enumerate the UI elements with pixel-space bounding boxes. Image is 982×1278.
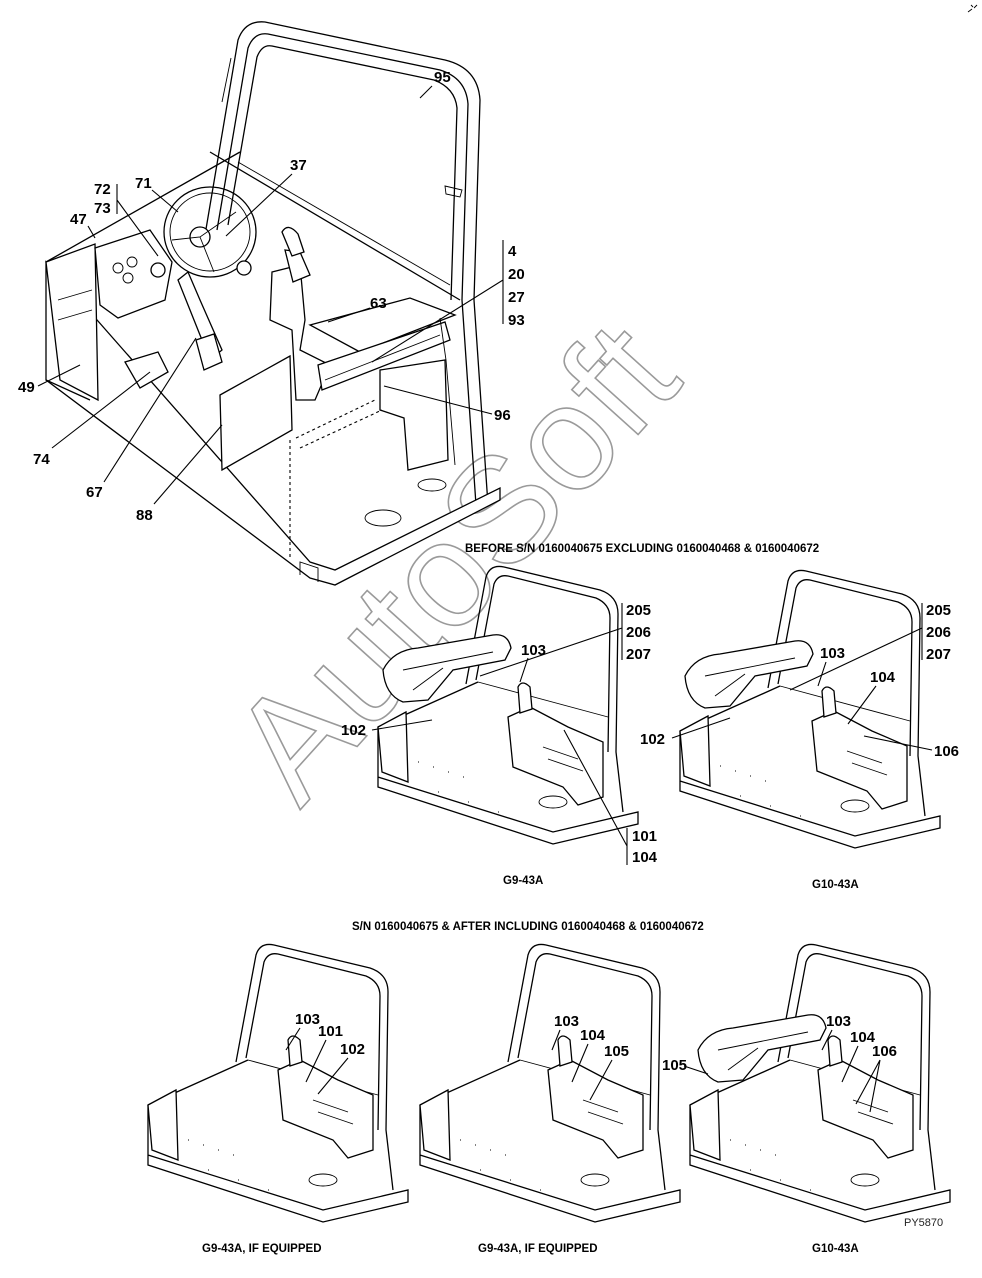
callout-105-after-2: 105 — [604, 1043, 629, 1060]
callout-106-right: 106 — [934, 743, 959, 760]
leader-47 — [87, 225, 96, 239]
main-callouts: 95 37 71 72 73 47 4 20 27 93 63 49 96 74… — [18, 69, 525, 524]
fig-before-right: G10-43A — [812, 879, 859, 891]
callout-37: 37 — [290, 157, 307, 174]
leader-101-after-1 — [305, 1039, 327, 1083]
after-3-drawing — [689, 943, 951, 1223]
caption-before-sn: BEFORE S/N 0160040675 EXCLUDING 01600404… — [465, 543, 819, 555]
leader-102-after-1 — [317, 1057, 349, 1095]
callout-103-right: 103 — [820, 645, 845, 662]
leader-103-after-1 — [285, 1027, 301, 1051]
callout-103-after-3: 103 — [826, 1013, 851, 1030]
before-left-callouts: 205 206 207 103 102 101 104 G9-43A — [341, 602, 658, 887]
callout-104-right: 104 — [870, 669, 896, 686]
leader-103-after-2 — [551, 1029, 561, 1051]
caption-after-sn: S/N 0160040675 & AFTER INCLUDING 0160040… — [352, 921, 704, 933]
reference-code: PY5870 — [904, 1217, 943, 1229]
callout-101-left: 101 — [632, 828, 657, 845]
callout-104-after-3: 104 — [850, 1029, 876, 1046]
before-right-callouts: 205 206 207 103 104 102 106 G10-43A — [640, 602, 959, 891]
callout-102-right: 102 — [640, 731, 665, 748]
callout-207-right: 207 — [926, 646, 951, 663]
callout-103-after-2: 103 — [554, 1013, 579, 1030]
callout-67: 67 — [86, 484, 103, 501]
after-1-drawing — [147, 943, 409, 1223]
callout-74: 74 — [33, 451, 50, 468]
callout-95: 95 — [434, 69, 451, 86]
callout-206-left: 206 — [626, 624, 651, 641]
leader-96 — [383, 385, 493, 415]
after-2-callouts: 103 104 105 G9-43A, IF EQUIPPED — [478, 1013, 629, 1255]
callout-102-left: 102 — [341, 722, 366, 739]
leader-104-right — [847, 685, 877, 725]
callout-96: 96 — [494, 407, 511, 424]
callout-72: 72 — [94, 181, 111, 198]
leader-37 — [225, 173, 293, 237]
leader-103-after-3 — [821, 1029, 833, 1051]
bracket-205-207-left — [479, 603, 623, 677]
callout-88: 88 — [136, 507, 153, 524]
callout-27: 27 — [508, 289, 525, 306]
main-cab-drawing — [45, 21, 501, 586]
leader-102-left — [371, 719, 433, 731]
leader-88 — [153, 424, 223, 505]
leader-49 — [37, 364, 81, 387]
callout-20: 20 — [508, 266, 525, 283]
callout-205-right: 205 — [926, 602, 951, 619]
callout-73: 73 — [94, 200, 111, 217]
bracket-101-104-left — [563, 729, 628, 865]
fig-after-1: G9-43A, IF EQUIPPED — [202, 1243, 322, 1255]
leader-104-after-2 — [571, 1043, 589, 1083]
callout-206-right: 206 — [926, 624, 951, 641]
callout-47: 47 — [70, 211, 87, 228]
leader-102-right — [671, 717, 731, 739]
callout-4: 4 — [508, 243, 517, 260]
after-2-drawing — [419, 943, 681, 1223]
callout-103-after-1: 103 — [295, 1011, 320, 1028]
leader-105-after-2 — [589, 1059, 613, 1101]
leader-71 — [151, 189, 179, 213]
callout-207-left: 207 — [626, 646, 651, 663]
leader-106-after-3 — [855, 1059, 881, 1113]
leader-105-after-3 — [683, 1065, 709, 1075]
callout-205-left: 205 — [626, 602, 651, 619]
bracket-4-93 — [371, 240, 504, 363]
callout-103-left: 103 — [521, 642, 546, 659]
leader-63 — [327, 307, 371, 323]
after-1-callouts: 103 101 102 G9-43A, IF EQUIPPED — [202, 1011, 365, 1255]
corner-mark — [967, 4, 978, 13]
fig-before-left: G9-43A — [503, 875, 543, 887]
leader-103-left — [519, 657, 529, 683]
callout-104-after-2: 104 — [580, 1027, 606, 1044]
callout-105-after-3: 105 — [662, 1057, 687, 1074]
leader-74 — [51, 371, 151, 449]
callout-102-after-1: 102 — [340, 1041, 365, 1058]
leader-104-after-3 — [841, 1045, 859, 1083]
bracket-72-73 — [116, 184, 159, 257]
leader-106-right — [863, 735, 933, 751]
callout-104-left: 104 — [632, 849, 658, 866]
callout-71: 71 — [135, 175, 152, 192]
callout-101-after-1: 101 — [318, 1023, 343, 1040]
callout-63: 63 — [370, 295, 387, 312]
fig-after-3: G10-43A — [812, 1243, 859, 1255]
callout-106-after-3: 106 — [872, 1043, 897, 1060]
callout-49: 49 — [18, 379, 35, 396]
fig-after-2: G9-43A, IF EQUIPPED — [478, 1243, 598, 1255]
leader-95 — [419, 85, 433, 99]
leader-67 — [103, 337, 197, 483]
bracket-205-207-right — [789, 603, 923, 691]
leader-103-right — [817, 661, 827, 687]
callout-93: 93 — [508, 312, 525, 329]
after-3-callouts: 103 104 106 105 G10-43A — [662, 1013, 897, 1255]
before-right-drawing — [679, 569, 941, 849]
